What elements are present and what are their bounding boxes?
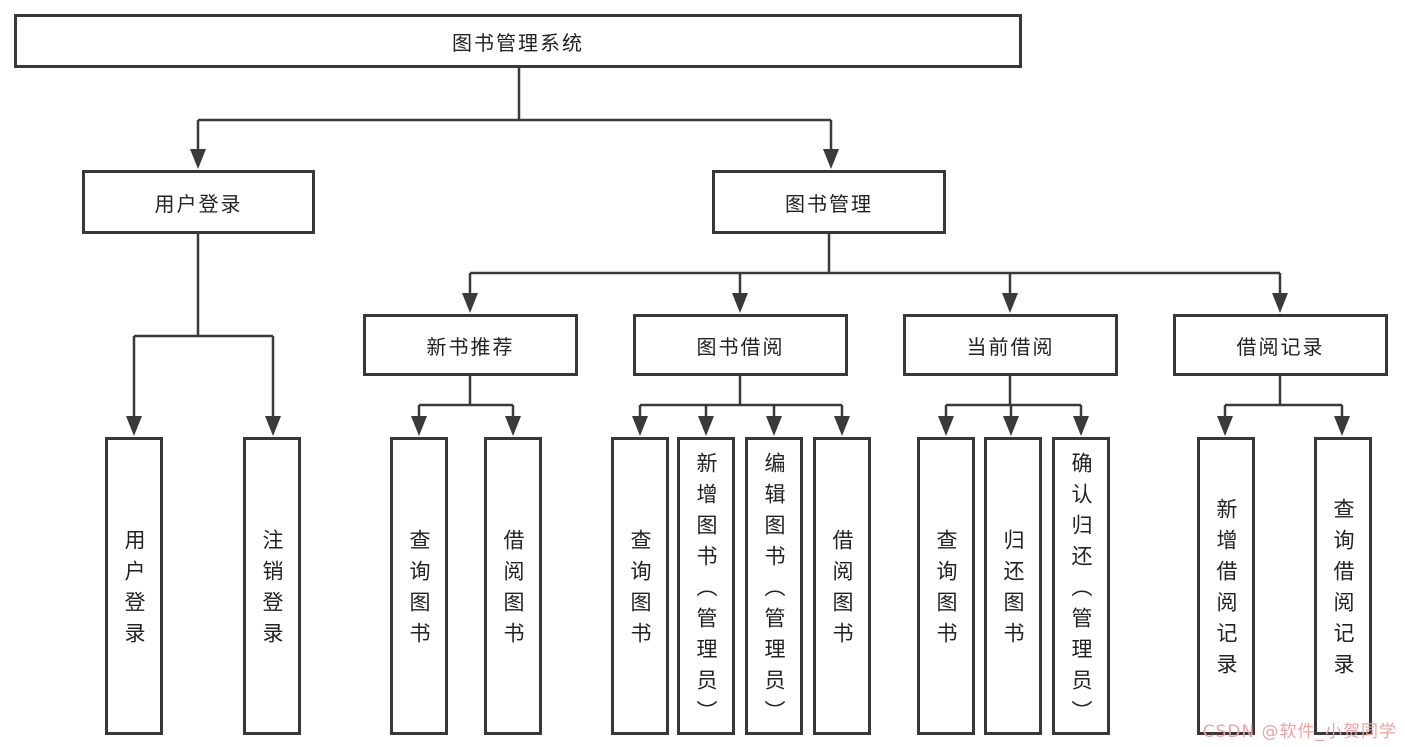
leaf-user-login: 用户登录 xyxy=(105,437,163,735)
leaf-logout: 注销登录 xyxy=(243,437,301,735)
leaf-edit-book-admin: 编辑图书（管理员） xyxy=(745,437,803,735)
leaf-add-book-admin: 新增图书（管理员） xyxy=(677,437,735,735)
leaf-return-book: 归还图书 xyxy=(984,437,1042,735)
node-library-system-label: 图书管理系统 xyxy=(452,30,584,55)
leaf-borrow-books-borrowing: 借阅图书 xyxy=(813,437,871,735)
leaf-confirm-return-admin: 确认归还（管理员） xyxy=(1052,437,1110,735)
leaf-query-books-borrowing-label: 查询图书 xyxy=(628,529,652,653)
node-current-borrowing-label: 当前借阅 xyxy=(966,334,1055,359)
node-new-book-recommend-label: 新书推荐 xyxy=(426,334,515,359)
csdn-watermark: CSDN @软件_小贺同学 xyxy=(1202,722,1397,742)
leaf-query-books-borrowing: 查询图书 xyxy=(611,437,669,735)
node-current-borrowing: 当前借阅 xyxy=(903,314,1118,376)
leaf-logout-label: 注销登录 xyxy=(260,529,284,653)
leaf-confirm-return-admin-label: 确认归还（管理员） xyxy=(1069,451,1093,731)
leaf-query-books-recommend: 查询图书 xyxy=(390,437,448,735)
node-user-login: 用户登录 xyxy=(82,170,315,234)
leaf-edit-book-admin-label: 编辑图书（管理员） xyxy=(762,451,786,731)
node-library-system: 图书管理系统 xyxy=(14,14,1022,68)
node-new-book-recommend: 新书推荐 xyxy=(363,314,578,376)
leaf-query-books-recommend-label: 查询图书 xyxy=(407,529,431,653)
leaf-add-borrow-record-label: 新增借阅记录 xyxy=(1214,498,1238,684)
leaf-query-borrow-record-label: 查询借阅记录 xyxy=(1331,498,1355,684)
node-book-management: 图书管理 xyxy=(712,170,946,234)
leaf-borrow-books-recommend: 借阅图书 xyxy=(484,437,542,735)
node-book-borrowing-label: 图书借阅 xyxy=(696,334,785,359)
leaf-return-book-label: 归还图书 xyxy=(1001,529,1025,653)
arrowheads xyxy=(126,149,1350,436)
node-book-borrowing: 图书借阅 xyxy=(633,314,848,376)
node-borrowing-records-label: 借阅记录 xyxy=(1236,334,1325,359)
leaf-query-books-current: 查询图书 xyxy=(917,437,975,735)
leaf-borrow-books-borrowing-label: 借阅图书 xyxy=(830,529,854,653)
leaf-borrow-books-recommend-label: 借阅图书 xyxy=(501,529,525,653)
node-borrowing-records: 借阅记录 xyxy=(1173,314,1388,376)
leaf-add-borrow-record: 新增借阅记录 xyxy=(1197,437,1255,735)
leaf-query-books-current-label: 查询图书 xyxy=(934,529,958,653)
node-user-login-label: 用户登录 xyxy=(154,191,243,216)
leaf-query-borrow-record: 查询借阅记录 xyxy=(1314,437,1372,735)
node-book-management-label: 图书管理 xyxy=(785,191,873,216)
leaf-user-login-label: 用户登录 xyxy=(122,529,146,653)
leaf-add-book-admin-label: 新增图书（管理员） xyxy=(694,451,718,731)
